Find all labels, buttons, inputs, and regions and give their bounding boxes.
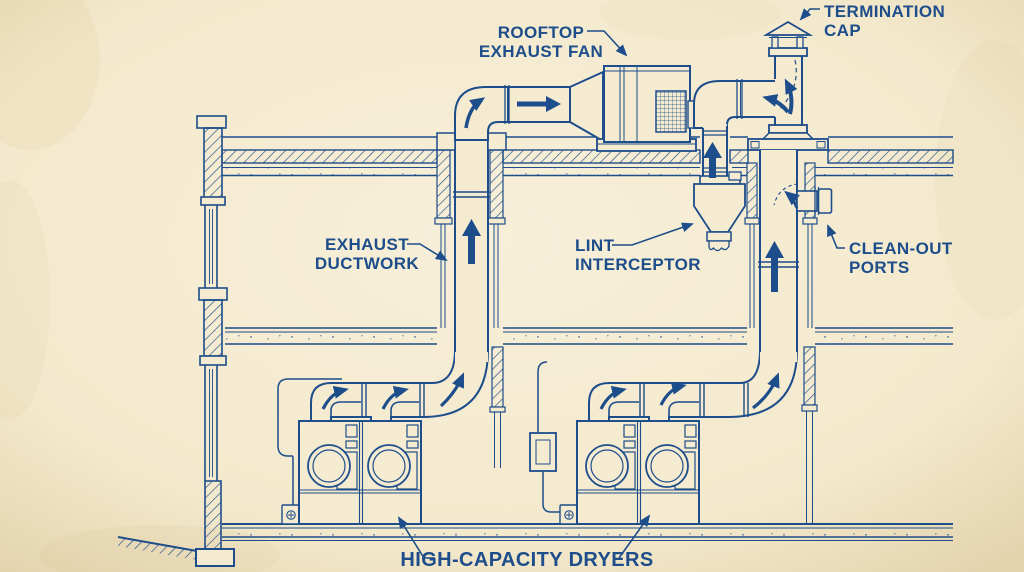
label-exhaust-ductwork-line1: EXHAUST bbox=[325, 235, 409, 254]
roof-curb-flange bbox=[436, 132, 456, 151]
label-lint-interceptor-line1: LINT bbox=[575, 236, 615, 255]
label-lint-interceptor-line2: INTERCEPTOR bbox=[575, 255, 701, 274]
fan-grille bbox=[655, 90, 687, 133]
airflow-arrow-up bbox=[765, 241, 784, 292]
leader-exhaust-ductwork bbox=[407, 243, 448, 262]
label-termination-cap-line1: TERMINATION bbox=[824, 2, 945, 21]
disconnect-box bbox=[529, 432, 557, 472]
dryer-door bbox=[367, 444, 411, 488]
dryer-door bbox=[585, 444, 629, 488]
dryer-door bbox=[645, 444, 689, 488]
rooftop-exhaust-fan bbox=[596, 65, 697, 152]
stack-roof-curb bbox=[747, 138, 829, 151]
electrical bbox=[277, 361, 561, 513]
label-dryers: HIGH-CAPACITY DRYERS bbox=[400, 549, 653, 571]
clean-out-cap bbox=[817, 188, 833, 214]
footing bbox=[195, 548, 235, 567]
clean-out-port bbox=[796, 190, 818, 212]
leader-termination-cap bbox=[799, 8, 820, 21]
roof-curb-flange bbox=[487, 132, 507, 151]
cleanout-door-swing bbox=[773, 183, 799, 206]
airflow-arrow-up bbox=[703, 142, 722, 178]
conduit-left bbox=[277, 378, 342, 508]
exhaust-riser-left bbox=[436, 70, 604, 362]
label-rooftop-fan-line1: ROOFTOP bbox=[498, 23, 585, 42]
discharge-tee bbox=[693, 79, 775, 182]
second-floor-slab bbox=[225, 327, 953, 345]
airflow-arrow-right bbox=[517, 96, 561, 112]
airflow-arrows bbox=[462, 96, 784, 292]
label-rooftop-fan-line2: EXHAUST FAN bbox=[479, 42, 603, 61]
airflow-arrow-up bbox=[462, 219, 481, 264]
label-exhaust-ductwork-line2: DUCTWORK bbox=[315, 254, 420, 273]
dryers bbox=[281, 420, 700, 525]
label-cleanout-ports-line1: CLEAN-OUT bbox=[849, 239, 953, 258]
label-termination-cap-line2: CAP bbox=[824, 21, 861, 40]
leader-dryers-right bbox=[618, 514, 651, 559]
lint-bag bbox=[708, 240, 730, 252]
label-cleanout-ports-line2: PORTS bbox=[849, 258, 910, 277]
termination-cap bbox=[762, 20, 814, 36]
airflow-arrows-curved bbox=[321, 78, 800, 410]
dryer-pair-right bbox=[559, 420, 700, 525]
left-wall bbox=[196, 115, 228, 550]
building-structure bbox=[117, 115, 954, 567]
annotations: ROOFTOP EXHAUST FAN TERMINATION CAP EXHA… bbox=[315, 2, 953, 571]
leader-dryers-left bbox=[397, 516, 435, 559]
dryer-pair-left bbox=[281, 420, 422, 525]
parapet-cap bbox=[196, 115, 227, 129]
right-partition-wall bbox=[801, 346, 818, 524]
conduit-center bbox=[537, 361, 548, 433]
leader-cleanout-ports bbox=[827, 224, 845, 249]
leader-lint-interceptor bbox=[612, 222, 694, 246]
lint-interceptor bbox=[693, 171, 746, 252]
dryer-door bbox=[307, 444, 351, 488]
left-duct-shaft bbox=[434, 149, 506, 468]
leader-rooftop-fan bbox=[587, 30, 628, 57]
